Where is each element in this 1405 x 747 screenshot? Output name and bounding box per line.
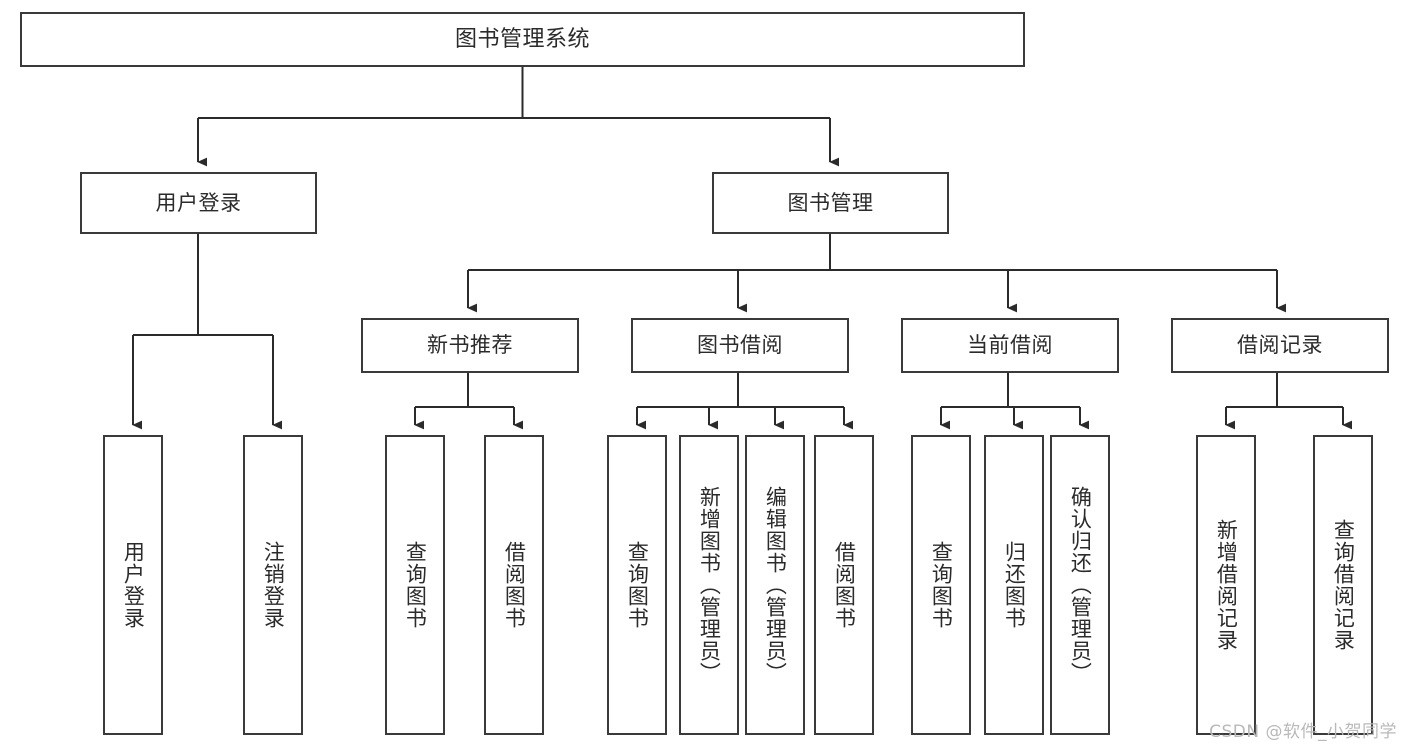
leaf-label: 用户登录: [121, 541, 146, 629]
node-user-login[interactable]: 用户登录: [80, 172, 317, 234]
leaf-query-borrow-record[interactable]: 查询借阅记录: [1313, 435, 1373, 735]
leaf-label: 确认归还（管理员）: [1068, 486, 1093, 684]
node-root-system[interactable]: 图书管理系统: [20, 12, 1025, 67]
leaf-query-book-current[interactable]: 查询图书: [911, 435, 971, 735]
leaf-add-book-admin[interactable]: 新增图书（管理员）: [679, 435, 739, 735]
leaf-label: 查询图书: [929, 541, 954, 629]
node-current-borrow[interactable]: 当前借阅: [901, 318, 1119, 373]
leaf-add-borrow-record[interactable]: 新增借阅记录: [1196, 435, 1256, 735]
leaf-label: 查询图书: [625, 541, 650, 629]
leaf-return-book[interactable]: 归还图书: [984, 435, 1044, 735]
leaf-label: 注销登录: [261, 541, 286, 629]
leaf-borrow-book-recommend[interactable]: 借阅图书: [484, 435, 544, 735]
leaf-label: 新增借阅记录: [1214, 519, 1239, 651]
leaf-label: 查询图书: [403, 541, 428, 629]
leaf-label: 查询借阅记录: [1331, 519, 1356, 651]
leaf-label: 编辑图书（管理员）: [763, 486, 788, 684]
leaf-label: 借阅图书: [502, 541, 527, 629]
csdn-watermark: CSDN @软件_小贺同学: [1209, 722, 1397, 742]
leaf-label: 借阅图书: [832, 541, 857, 629]
leaf-label: 新增图书（管理员）: [697, 486, 722, 684]
leaf-label: 归还图书: [1002, 541, 1027, 629]
node-book-borrow[interactable]: 图书借阅: [631, 318, 849, 373]
node-book-manage[interactable]: 图书管理: [712, 172, 949, 234]
leaf-query-book-borrow[interactable]: 查询图书: [607, 435, 667, 735]
leaf-user-logout[interactable]: 注销登录: [243, 435, 303, 735]
leaf-edit-book-admin[interactable]: 编辑图书（管理员）: [745, 435, 805, 735]
leaf-borrow-book[interactable]: 借阅图书: [814, 435, 874, 735]
leaf-user-login[interactable]: 用户登录: [103, 435, 163, 735]
leaf-confirm-return-admin[interactable]: 确认归还（管理员）: [1050, 435, 1110, 735]
leaf-query-book-recommend[interactable]: 查询图书: [385, 435, 445, 735]
node-borrow-record[interactable]: 借阅记录: [1171, 318, 1389, 373]
node-new-book-recommend[interactable]: 新书推荐: [361, 318, 579, 373]
